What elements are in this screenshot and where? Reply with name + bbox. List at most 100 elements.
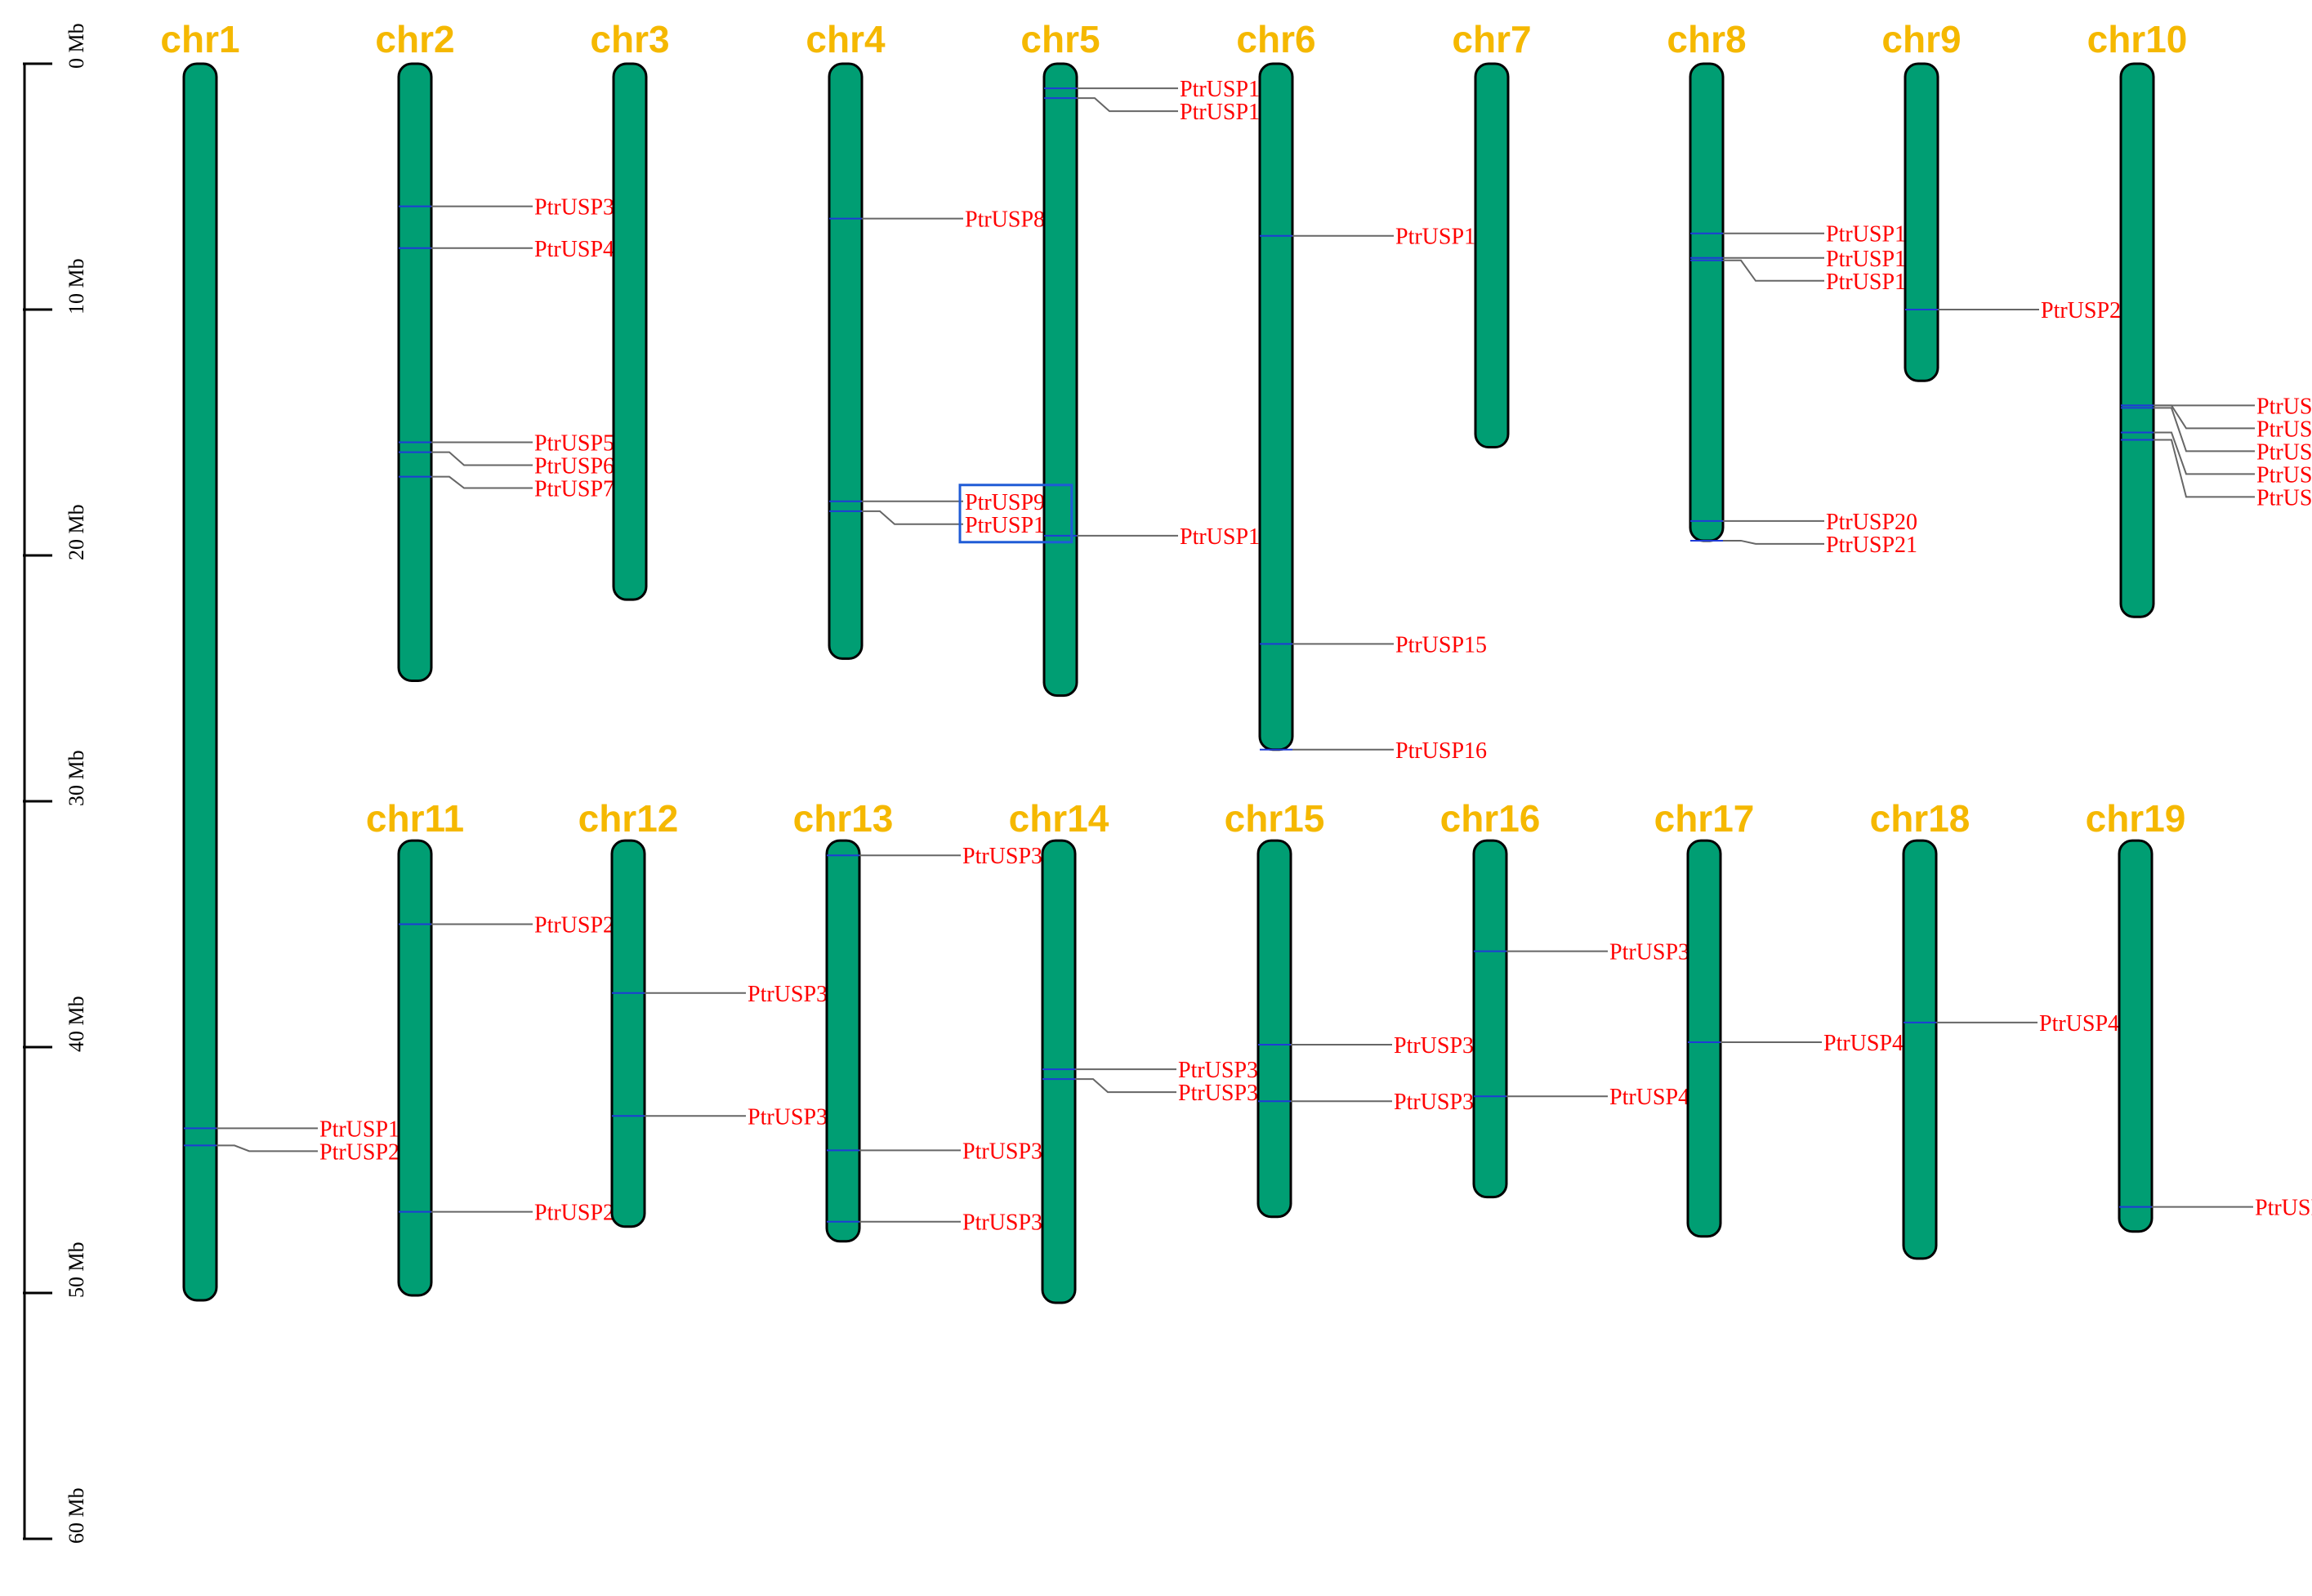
gene-label: PtrUSP25 (2256, 439, 2312, 465)
chromosome-chr19: chr19PtrUSP43 (2086, 797, 2312, 1233)
gene-marker: PtrUSP2 (184, 1139, 399, 1165)
gene-label: PtrUSP35 (1178, 1058, 1270, 1083)
chromosome-label: chr8 (1667, 18, 1746, 60)
gene-marker: PtrUSP40 (1474, 1085, 1701, 1110)
gene-marker: PtrUSP20 (1690, 510, 1917, 535)
chromosome-body (397, 62, 433, 683)
gene-label: PtrUSP30 (748, 982, 839, 1007)
gene-label: PtrUSP33 (962, 1139, 1054, 1164)
gene-marker: PtrUSP7 (399, 475, 614, 502)
gene-marker: PtrUSP25 (2121, 407, 2312, 465)
gene-marker: PtrUSP34 (827, 1210, 1054, 1236)
gene-label: PtrUSP13 (1180, 524, 1271, 550)
chromosome-body (1472, 839, 1508, 1199)
chromosome-body (1042, 62, 1078, 698)
gene-connector (2154, 439, 2255, 498)
gene-label: PtrUSP8 (965, 207, 1045, 233)
gene-label: PtrUSP1 (319, 1117, 399, 1142)
chromosome-label: chr10 (2087, 18, 2188, 60)
gene-marker: PtrUSP35 (1042, 1058, 1270, 1083)
gene-label: PtrUSP32 (962, 844, 1054, 869)
gene-connector (431, 475, 533, 489)
gene-connector (431, 451, 533, 466)
gene-label: PtrUSP16 (1395, 738, 1487, 764)
gene-label: PtrUSP14 (1395, 225, 1487, 250)
gene-marker: PtrUSP10 (829, 510, 1056, 538)
chromosome-body (2118, 839, 2154, 1233)
chromosome-label: chr19 (2086, 797, 2186, 840)
gene-label: PtrUSP10 (965, 513, 1056, 538)
gene-marker: PtrUSP22 (1905, 298, 2132, 323)
gene-label: PtrUSP12 (1180, 100, 1271, 125)
chromosome-label: chr2 (375, 18, 454, 60)
chromosome-chr10: chr10PtrUSP23PtrUSP24PtrUSP25PtrUSP26Ptr… (2087, 18, 2312, 618)
gene-marker: PtrUSP41 (1688, 1031, 1915, 1056)
scale-tick-label: 20 Mb (65, 504, 88, 560)
gene-label: PtrUSP38 (1394, 1090, 1485, 1115)
gene-marker: PtrUSP38 (1258, 1090, 1485, 1115)
chromosome-body (397, 839, 433, 1297)
chromosome-label: chr18 (1870, 797, 1971, 840)
scale-tick-label: 0 Mb (65, 23, 88, 69)
gene-marker: PtrUSP4 (399, 237, 614, 262)
gene-marker: PtrUSP31 (612, 1104, 839, 1130)
gene-label: PtrUSP15 (1395, 632, 1487, 658)
gene-marker: PtrUSP21 (1690, 533, 1917, 558)
chromosome-body (182, 62, 218, 1302)
gene-connector (2154, 404, 2255, 430)
chromosome-body (610, 839, 646, 1228)
gene-label: PtrUSP40 (1609, 1085, 1701, 1110)
chromosome-label: chr4 (806, 18, 886, 60)
chromosome-label: chr9 (1881, 18, 1961, 60)
chromosome-chr3: chr3 (590, 18, 670, 601)
chromosome-body (1041, 839, 1077, 1304)
chromosome-body (1258, 62, 1294, 751)
gene-connector (2154, 431, 2255, 475)
chromosome-label: chr17 (1654, 797, 1755, 840)
gene-marker: PtrUSP36 (1042, 1078, 1270, 1106)
chromosome-label: chr13 (793, 797, 894, 840)
chromosome-body (2119, 62, 2155, 618)
gene-marker: PtrUSP12 (1044, 97, 1271, 125)
gene-label: PtrUSP18 (1826, 247, 1917, 272)
chromosome-label: chr15 (1225, 797, 1325, 840)
chromosome-body (1902, 839, 1938, 1260)
chromosome-label: chr12 (578, 797, 679, 840)
gene-marker: PtrUSP28 (399, 913, 626, 938)
chromosome-label: chr7 (1452, 18, 1531, 60)
gene-marker: PtrUSP14 (1260, 225, 1487, 250)
gene-label: PtrUSP17 (1826, 222, 1917, 247)
gene-label: PtrUSP5 (534, 431, 614, 457)
gene-marker: PtrUSP6 (399, 451, 614, 479)
gene-label: PtrUSP39 (1609, 940, 1701, 965)
gene-label: PtrUSP2 (319, 1139, 399, 1165)
gene-marker: PtrUSP3 (399, 195, 614, 221)
gene-label: PtrUSP3 (534, 195, 614, 221)
gene-label: PtrUSP43 (2255, 1196, 2312, 1221)
gene-marker: PtrUSP24 (2121, 404, 2312, 442)
chromosome-label: chr6 (1236, 18, 1315, 60)
gene-label: PtrUSP9 (965, 490, 1045, 515)
gene-label: PtrUSP26 (2256, 462, 2312, 488)
gene-connector (1075, 1078, 1176, 1094)
chromosome-chr8: chr8PtrUSP17PtrUSP18PtrUSP19PtrUSP20PtrU… (1667, 18, 1917, 558)
chromosome-label: chr11 (366, 797, 464, 840)
chromosome-body (825, 839, 861, 1243)
scale-tick-label: 50 Mb (65, 1242, 88, 1298)
gene-marker: PtrUSP5 (399, 431, 614, 457)
chromosome-body (1689, 62, 1725, 542)
gene-label: PtrUSP22 (2041, 298, 2132, 323)
gene-marker: PtrUSP37 (1258, 1033, 1485, 1059)
chromosome-label: chr1 (160, 18, 239, 60)
gene-label: PtrUSP23 (2256, 394, 2312, 419)
